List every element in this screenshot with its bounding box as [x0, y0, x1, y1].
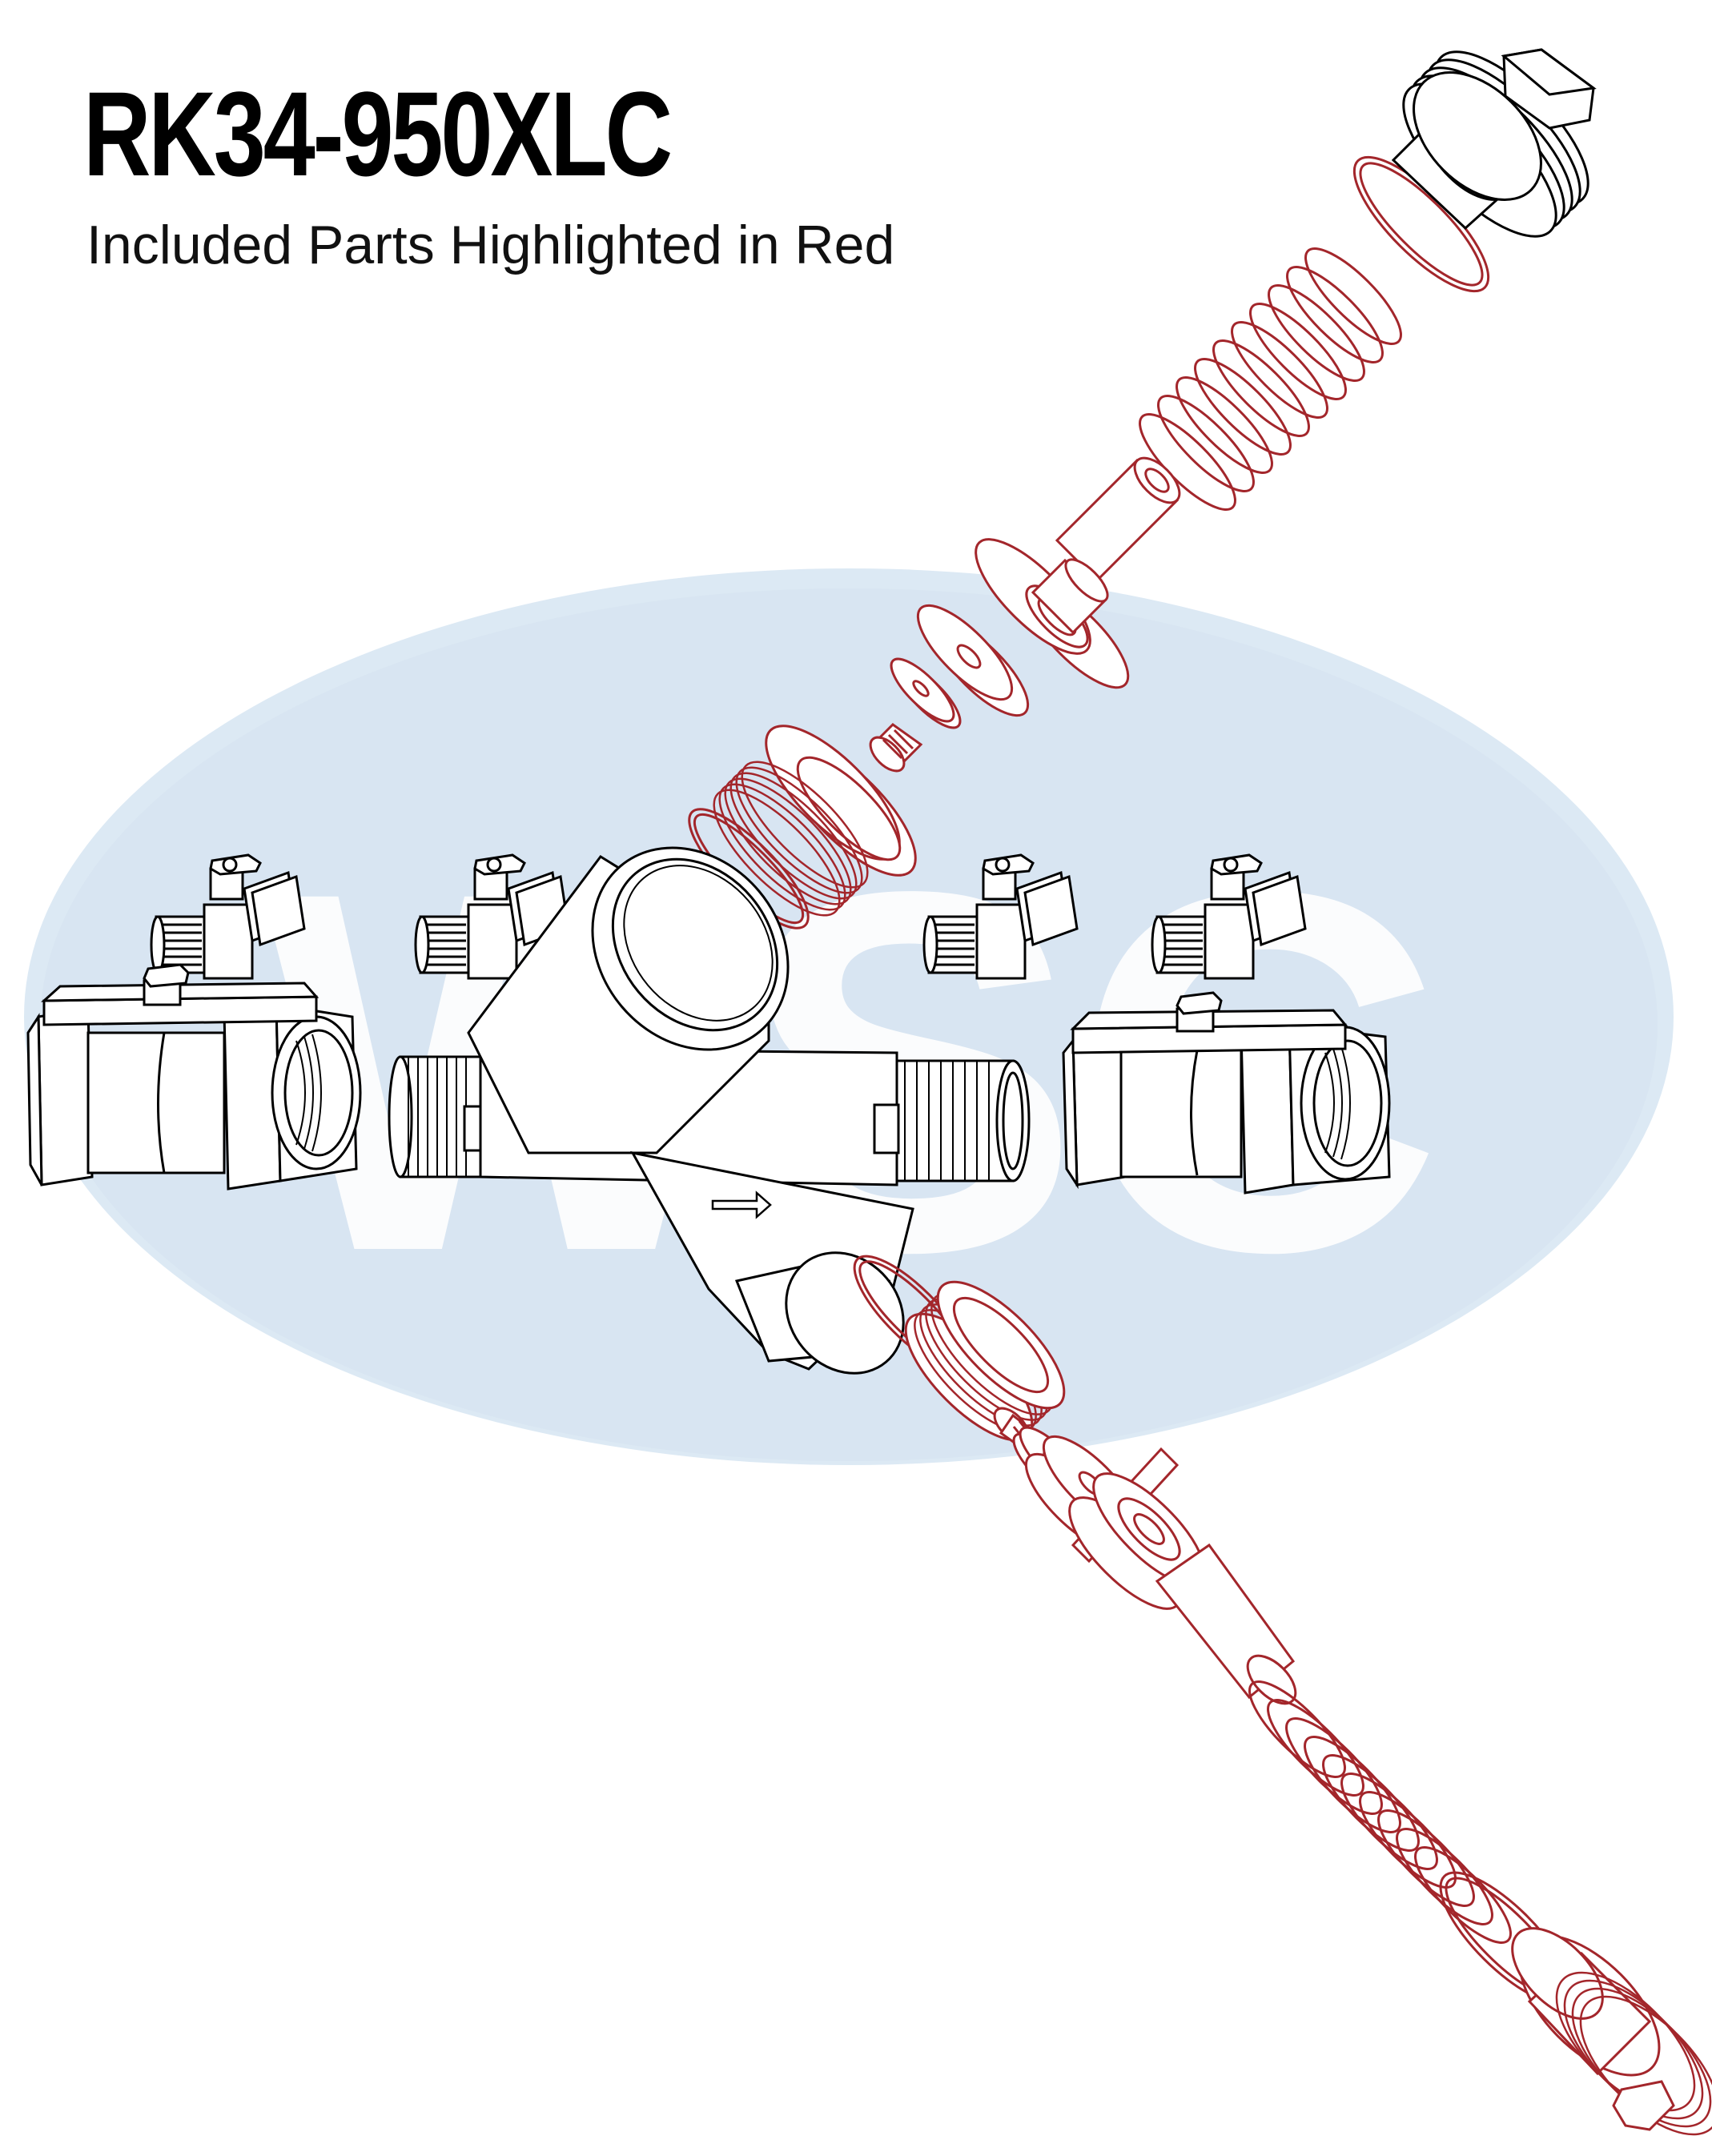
inlet-ball-valve	[26, 963, 362, 1190]
lower-cover-cap	[1511, 1927, 1712, 2136]
flow-direction-arrow-icon	[711, 1190, 772, 1219]
upper-check-disc-holder	[975, 538, 1130, 689]
upper-screw	[869, 723, 923, 773]
test-cock-3	[922, 853, 1079, 980]
lower-assembly	[853, 1255, 1712, 2136]
upper-seat-ring	[713, 725, 917, 917]
test-cock-4	[1151, 853, 1307, 980]
lower-spring	[1248, 1680, 1512, 1944]
upper-guide-stem	[1055, 456, 1181, 583]
upper-spring	[1139, 247, 1402, 511]
page-subtitle: Included Parts Highlighted in Red	[86, 215, 895, 275]
valve-body	[388, 846, 1031, 1375]
lower-guide-stem	[1155, 1543, 1297, 1705]
test-cock-2	[414, 853, 570, 980]
upper-disc-retainer	[890, 657, 962, 729]
upper-cover-cap	[1391, 48, 1597, 238]
upper-rubber-disc	[916, 604, 1030, 717]
lower-check-disc-holder	[1068, 1447, 1206, 1610]
test-cock-1	[150, 853, 306, 980]
page-title: RK34-950XLC	[83, 66, 673, 201]
upper-assembly	[688, 155, 1490, 929]
outlet-ball-valve	[1062, 991, 1391, 1194]
